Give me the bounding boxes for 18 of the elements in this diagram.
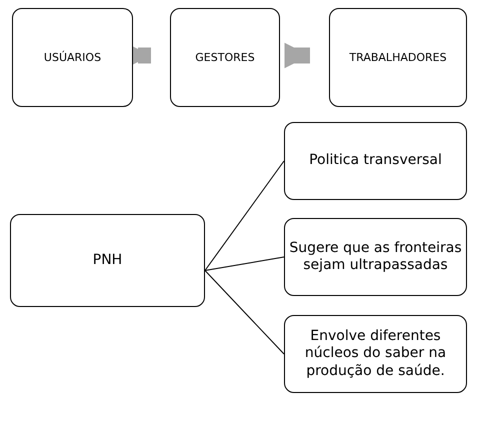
- process-box: [170, 8, 280, 107]
- box-label: GESTORES: [195, 51, 255, 64]
- box-label: PNH: [92, 252, 122, 270]
- box-label: USÚARIOS: [44, 51, 102, 64]
- connector-line: [204, 160, 284, 271]
- process-box: [12, 8, 133, 107]
- box-label: Politica transversal: [309, 152, 442, 170]
- box-label: TRABALHADORES: [349, 51, 447, 64]
- process-box: [284, 315, 467, 393]
- connector-line: [204, 256, 284, 271]
- connector-line: [204, 270, 284, 354]
- process-box: [284, 122, 467, 200]
- process-box: [10, 214, 205, 307]
- box-label: Envolve diferentes núcleos do saber na produção de saúde.: [304, 328, 448, 380]
- box-label: Sugere que as fronteiras sejam ultrapassadas: [289, 240, 462, 274]
- process-box: [329, 8, 467, 107]
- process-box: [284, 218, 467, 296]
- block-arrow: [284, 42, 310, 68]
